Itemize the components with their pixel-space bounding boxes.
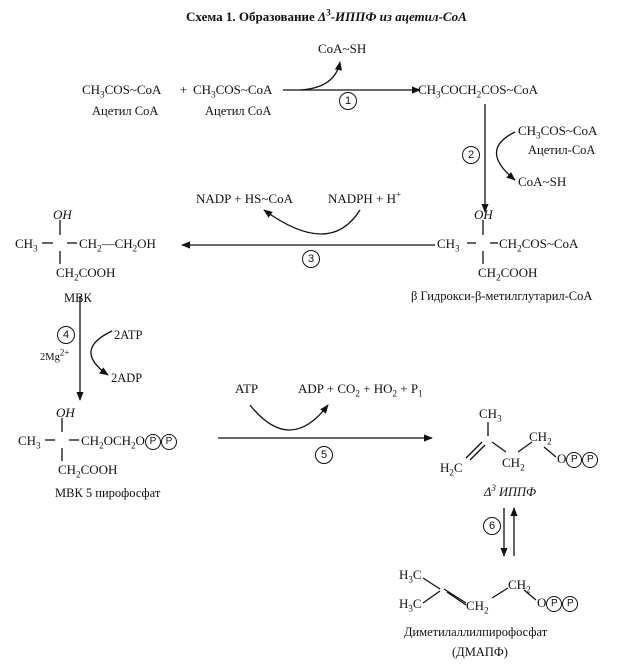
mvk5pp-name: МВК 5 пирофосфат — [55, 486, 161, 500]
adp-label-step4: 2ADP — [111, 371, 143, 385]
arrow-step3-side — [263, 209, 361, 235]
step-1-badge: 1 — [339, 92, 357, 110]
mvk-chain: CH2—CH2OH — [79, 236, 156, 254]
nadp-hscoa-label: NADP + HS~CoA — [196, 191, 293, 206]
phosphate-circle: P — [144, 434, 161, 451]
coa-sh-released-2: CoA~SH — [518, 174, 567, 189]
coa-sh-released-1: CoA~SH — [318, 41, 367, 56]
ippf-h2c: H2C — [440, 460, 463, 478]
ippf-ch2: CH2 — [502, 455, 525, 473]
title-delta: Δ — [318, 9, 327, 24]
title-sup: 3 — [326, 7, 331, 18]
dmapf-o: O — [537, 595, 547, 610]
mvk5pp-branch: CH2COOH — [58, 462, 118, 480]
ippf-sup: 3 — [491, 482, 496, 493]
arrow-step4-side — [90, 330, 113, 376]
step5-products: ADP + CO2 + HO2 + P1 — [298, 381, 423, 399]
mvk5pp-ch3: CH3 — [18, 433, 41, 451]
dmapf-ch2o: CH2 — [508, 577, 531, 595]
acetyl-coa-2-name: Ацетил CoA — [205, 104, 272, 118]
ippf-ch2o: CH2 — [529, 429, 552, 447]
hmg-oh: OH — [474, 207, 493, 222]
scheme-title: Схема 1. Образование Δ3-ИППФ из ацетил-C… — [186, 7, 467, 24]
mvk-ch3: CH3 — [15, 236, 38, 254]
ippf-o: O — [557, 451, 567, 466]
mvk-oh: OH — [53, 207, 72, 222]
step-5-badge: 5 — [315, 446, 333, 464]
ippf-name-text: ИППФ — [498, 485, 537, 499]
plus-sign: + — [180, 82, 188, 97]
arrow-step5-side — [249, 404, 329, 431]
hmg-chain: CH2COS~CoA — [499, 236, 579, 254]
phosphate-circle: P — [546, 596, 563, 613]
step-3-badge: 3 — [302, 250, 320, 268]
title-prefix: Схема 1. Образование — [186, 9, 319, 24]
mvk5pp-oh: OH — [56, 405, 75, 420]
dmapf-name: Диметилаллилпирофосфат — [404, 625, 548, 639]
arrow-step2-side — [496, 131, 516, 181]
acetyl-coa-3-formula: CH3COS~CoA — [518, 123, 598, 141]
mvk-branch: CH2COOH — [56, 265, 116, 283]
phosphate-circle: P — [160, 434, 177, 451]
dmapf-abbr: (ДМАПФ) — [452, 645, 508, 659]
mg-label: 2Mg2+ — [40, 347, 70, 363]
acetyl-coa-1-name: Ацетил CoA — [92, 104, 159, 118]
acetoacetyl-coa-formula: CH3COCH2COS~CoA — [418, 82, 539, 100]
hmg-branch: CH2COOH — [478, 265, 538, 283]
hmg-ch3: CH3 — [437, 236, 460, 254]
acetyl-coa-1-formula: CH3COS~CoA — [82, 82, 162, 100]
title-suffix: -ИППФ из ацетил-CoA — [330, 9, 467, 24]
step-6-badge: 6 — [483, 517, 501, 535]
dmapf-h3c-top: H3C — [399, 567, 422, 585]
mvk-name: МВК — [64, 291, 92, 305]
nadph-label: NADPH + H+ — [328, 189, 402, 206]
step-4-badge: 4 — [57, 326, 75, 344]
arrow-step1-side — [299, 61, 343, 91]
phosphate-circle: P — [562, 596, 579, 613]
ippf-name: Δ3 ИППФ — [484, 482, 537, 499]
phosphate-circle: P — [566, 452, 583, 469]
hmg-coa-name: β Гидрокси-β-метилглутарил-CoA — [411, 289, 593, 303]
dmapf-h3c-bottom: H3C — [399, 596, 422, 614]
ippf-delta: Δ — [484, 485, 492, 499]
mvk5pp-chain-text: CH2OCH2O — [81, 433, 145, 451]
atp-label-step4: 2ATP — [114, 328, 143, 342]
acetyl-coa-2-formula: CH3COS~CoA — [193, 82, 273, 100]
atp-label-step5: ATP — [235, 381, 259, 396]
acetyl-coa-3-name: Ацетил-CoA — [528, 143, 596, 157]
phosphate-circle: P — [582, 452, 599, 469]
ippf-ch3: CH3 — [479, 406, 502, 424]
dmapf-ch2: CH2 — [466, 598, 489, 616]
step-2-badge: 2 — [462, 146, 480, 164]
